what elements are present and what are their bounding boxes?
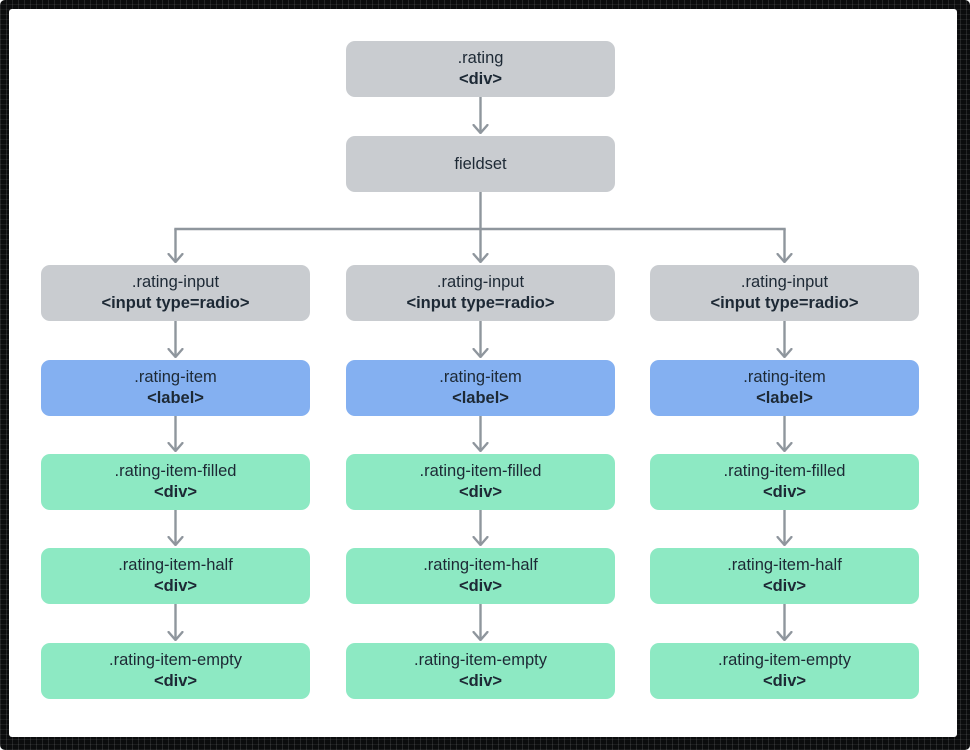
node-rating-item-half: .rating-item-half <div> xyxy=(650,548,919,604)
node-rating: .rating <div> xyxy=(346,41,615,97)
node-rating-input: .rating-input <input type=radio> xyxy=(41,265,310,321)
node-rating-item-filled: .rating-item-filled <div> xyxy=(41,454,310,510)
node-fieldset: fieldset xyxy=(346,136,615,192)
node-rating-item-half: .rating-item-half <div> xyxy=(41,548,310,604)
node-rating-tag: <div> xyxy=(458,70,503,88)
node-tag: <label> xyxy=(756,389,813,407)
node-tag: <label> xyxy=(452,389,509,407)
node-tag: <label> xyxy=(147,389,204,407)
node-rating-item: .rating-item <label> xyxy=(41,360,310,416)
node-tag: <input type=radio> xyxy=(710,294,859,312)
node-selector: .rating-input xyxy=(740,273,829,291)
node-selector: .rating-item-filled xyxy=(419,462,542,480)
node-tag: <input type=radio> xyxy=(101,294,250,312)
node-tag: <div> xyxy=(458,577,503,595)
node-selector: .rating-input xyxy=(436,273,525,291)
node-selector: .rating-item-filled xyxy=(114,462,237,480)
node-tag: <div> xyxy=(762,672,807,690)
node-selector: .rating-item-half xyxy=(727,556,842,574)
node-selector: .rating-item-empty xyxy=(414,651,547,669)
node-selector: .rating-item-empty xyxy=(109,651,242,669)
node-tag: <div> xyxy=(762,577,807,595)
node-rating-item-empty: .rating-item-empty <div> xyxy=(41,643,310,699)
node-rating-item-filled: .rating-item-filled <div> xyxy=(346,454,615,510)
node-rating-item-half: .rating-item-half <div> xyxy=(346,548,615,604)
node-selector: .rating-item xyxy=(134,368,217,386)
node-rating-input: .rating-input <input type=radio> xyxy=(650,265,919,321)
node-selector: .rating-input xyxy=(131,273,220,291)
node-tag: <div> xyxy=(458,672,503,690)
diagram-panel: .rating <div> fieldset .rating-input <in… xyxy=(9,9,957,737)
node-tag: <input type=radio> xyxy=(406,294,555,312)
node-rating-item: .rating-item <label> xyxy=(346,360,615,416)
node-selector: .rating-item xyxy=(439,368,522,386)
node-rating-input: .rating-input <input type=radio> xyxy=(346,265,615,321)
node-selector: .rating-item-filled xyxy=(723,462,846,480)
node-selector: .rating-item-empty xyxy=(718,651,851,669)
node-selector: .rating-item xyxy=(743,368,826,386)
node-rating-item-filled: .rating-item-filled <div> xyxy=(650,454,919,510)
node-fieldset-label: fieldset xyxy=(454,154,507,173)
node-rating-item-empty: .rating-item-empty <div> xyxy=(650,643,919,699)
node-selector: .rating-item-half xyxy=(423,556,538,574)
node-selector: .rating-item-half xyxy=(118,556,233,574)
node-rating-selector: .rating xyxy=(457,49,504,67)
node-tag: <div> xyxy=(153,577,198,595)
node-tag: <div> xyxy=(153,483,198,501)
node-tag: <div> xyxy=(153,672,198,690)
node-tag: <div> xyxy=(458,483,503,501)
node-tag: <div> xyxy=(762,483,807,501)
node-rating-item: .rating-item <label> xyxy=(650,360,919,416)
node-rating-item-empty: .rating-item-empty <div> xyxy=(346,643,615,699)
